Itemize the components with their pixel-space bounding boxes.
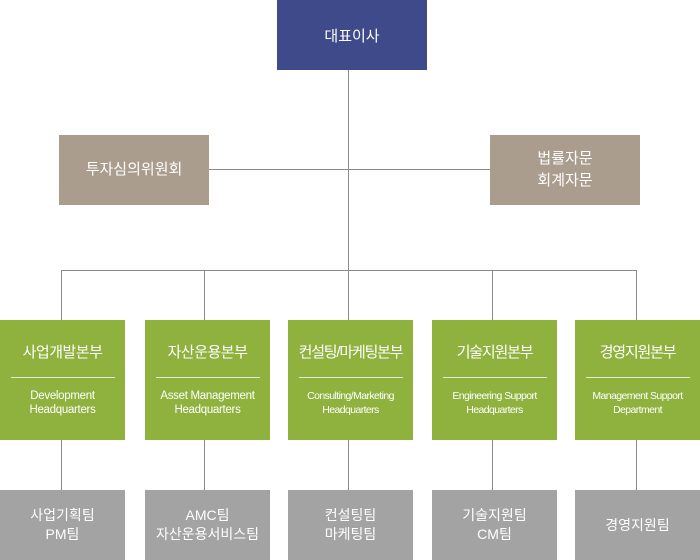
hq-name-en-line1: Asset Management	[160, 390, 255, 402]
ceo-trunk-line	[348, 70, 349, 270]
accounting-advisory-label: 회계자문	[537, 172, 593, 189]
team-drop-line-3	[348, 440, 349, 490]
hq-name-en-line2: Department	[613, 404, 662, 416]
team-box-asset-management: AMC팀 자산운용서비스팀	[145, 490, 270, 560]
team-label-line2: 마케팅팀	[324, 526, 377, 542]
hq-drop-line-3	[348, 270, 349, 320]
team-box-engineering-support: 기술지원팀 CM팀	[432, 490, 557, 560]
team-label-line2: CM팀	[477, 526, 512, 542]
hq-divider	[585, 377, 690, 378]
hq-divider	[155, 377, 260, 378]
hq-name-en-line2: Headquarters	[174, 404, 241, 416]
team-box-development: 사업기획팀 PM팀	[0, 490, 125, 560]
hq-box-asset-management: 자산운용본부 Asset Management Headquarters	[145, 320, 270, 440]
team-label-line1: 컨설팅팀	[324, 507, 377, 523]
hq-name-en-line2: Headquarters	[29, 404, 96, 416]
team-drop-line-2	[204, 440, 205, 490]
hq-name-ko: 사업개발본부	[22, 344, 103, 361]
hq-box-consulting-marketing: 컨설팅/마케팅본부 Consulting/Marketing Headquart…	[288, 320, 413, 440]
legal-advisory-label: 법률자문	[537, 150, 593, 167]
legal-accounting-advisory-box: 법률자문 회계자문	[490, 135, 640, 205]
team-box-management-support: 경영지원팀	[575, 490, 700, 560]
hq-box-engineering-support: 기술지원본부 Engineering Support Headquarters	[432, 320, 557, 440]
hq-name-en-line1: Development	[30, 390, 95, 402]
hq-name-ko: 기술지원본부	[456, 344, 534, 361]
team-box-consulting-marketing: 컨설팅팀 마케팅팀	[288, 490, 413, 560]
hq-divider	[442, 377, 547, 378]
team-label-line2: PM팀	[45, 526, 80, 542]
hq-drop-line-1	[61, 270, 62, 320]
hq-divider	[298, 377, 403, 378]
team-label-line1: 사업기획팀	[30, 507, 95, 523]
hq-name-ko: 경영지원본부	[599, 344, 677, 361]
hq-name-en-line2: Headquarters	[322, 404, 379, 416]
ceo-box: 대표이사	[277, 0, 427, 70]
team-drop-line-1	[61, 440, 62, 490]
hq-drop-line-4	[492, 270, 493, 320]
team-label-line1: 기술지원팀	[462, 507, 527, 523]
hq-drop-line-2	[204, 270, 205, 320]
hq-box-management-support: 경영지원본부 Management Support Department	[575, 320, 700, 440]
investment-committee-box: 투자심의위원회	[59, 135, 209, 205]
hq-name-en-line1: Management Support	[592, 390, 683, 402]
team-drop-line-5	[636, 440, 637, 490]
advisory-branch-line	[208, 169, 490, 170]
hq-drop-line-5	[636, 270, 637, 320]
team-label-line2: 자산운용서비스팀	[155, 526, 260, 542]
hq-divider	[10, 377, 115, 378]
hq-name-ko: 자산운용본부	[167, 344, 248, 361]
hq-name-en-line1: Consulting/Marketing	[307, 390, 394, 402]
investment-committee-label: 투자심의위원회	[85, 161, 183, 178]
team-label-line1: 경영지원팀	[605, 516, 670, 533]
hq-name-en-line1: Engineering Support	[452, 390, 537, 402]
hq-box-development: 사업개발본부 Development Headquarters	[0, 320, 125, 440]
hq-name-ko: 컨설팅/마케팅본부	[298, 344, 404, 361]
ceo-label: 대표이사	[324, 27, 380, 45]
headquarters-bus-line	[61, 270, 637, 271]
hq-name-en-line2: Headquarters	[466, 404, 523, 416]
team-drop-line-4	[492, 440, 493, 490]
team-label-line1: AMC팀	[185, 507, 230, 523]
